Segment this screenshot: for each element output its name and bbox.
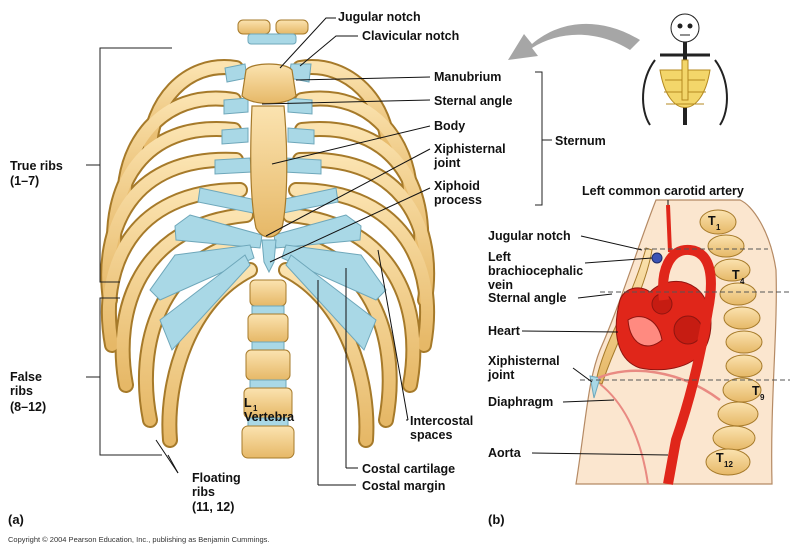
- right-clavicle: [275, 19, 309, 35]
- label-manubrium: Manubrium: [434, 70, 502, 84]
- label-t9: T: [752, 384, 760, 398]
- costal-cartilages: [149, 63, 387, 351]
- label-xiphisternal-joint: Xiphisternal joint: [434, 142, 506, 170]
- label-body: Body: [434, 119, 466, 133]
- copyright-text: Copyright © 2004 Pearson Education, Inc.…: [8, 535, 270, 544]
- label-costal-margin: Costal margin: [362, 479, 446, 493]
- label-t9-sub: 9: [760, 393, 765, 402]
- thoracic-spine: [699, 209, 763, 476]
- leader-lines-b: [521, 200, 669, 456]
- label-t4: T: [732, 268, 740, 282]
- label-false-ribs: False ribs: [10, 370, 42, 398]
- panel-label-a: (a): [8, 512, 24, 527]
- label-sternal-angle: Sternal angle: [434, 94, 513, 108]
- label-vertebra: Vertebra: [244, 410, 295, 424]
- panel-label-b: (b): [488, 512, 505, 527]
- label-clavicular-notch: Clavicular notch: [362, 29, 460, 43]
- label-left-common-carotid: Left common carotid artery: [582, 184, 744, 198]
- brachiocephalic-vein-dot: [651, 252, 663, 264]
- label-costal-cartilage: Costal cartilage: [362, 462, 456, 476]
- left-clavicle: [237, 19, 271, 35]
- label-false-ribs-range: (8–12): [10, 400, 47, 414]
- label-b-jugular-notch: Jugular notch: [488, 229, 571, 243]
- xiphoid-process-bone: [261, 239, 277, 274]
- carotid-vessel: [666, 204, 672, 253]
- label-heart: Heart: [488, 324, 520, 338]
- label-vertebra-letter: L: [244, 396, 252, 410]
- orientation-arrow: [508, 23, 640, 60]
- leader-lines-a: [155, 17, 431, 486]
- brackets-a: [86, 47, 552, 456]
- label-true-ribs: True ribs: [10, 159, 63, 173]
- aorta-vessel: [658, 244, 716, 485]
- label-jugular-notch: Jugular notch: [338, 10, 421, 24]
- label-true-ribs-range: (1–7): [10, 174, 40, 188]
- label-aorta: Aorta: [488, 446, 521, 460]
- label-diaphragm: Diaphragm: [488, 395, 554, 409]
- sternum-body-bone: [250, 105, 288, 238]
- label-t12-sub: 12: [724, 460, 733, 469]
- vertebral-column: [241, 279, 295, 459]
- label-t1: T: [708, 214, 716, 228]
- diaphragm-line: [597, 369, 721, 402]
- label-floating-ribs-range: (11, 12): [192, 500, 235, 514]
- label-t12: T: [716, 451, 724, 465]
- label-left-brachiocephalic-vein: Left brachiocephalic vein: [488, 250, 584, 292]
- level-lines: [580, 248, 790, 381]
- t1-vertebra-top: [247, 33, 297, 45]
- label-sternum: Sternum: [555, 134, 606, 148]
- manubrium-bone: [241, 63, 297, 105]
- rib-cage: [100, 19, 436, 459]
- label-t4-sub: 4: [740, 277, 745, 286]
- label-intercostal-spaces: Intercostal spaces: [410, 414, 474, 442]
- skeleton-thumbnail: [642, 13, 728, 126]
- label-xiphoid-process: Xiphoid process: [434, 179, 482, 207]
- label-floating-ribs: Floating ribs: [192, 471, 241, 499]
- label-vertebra-sub: 1: [253, 404, 258, 413]
- label-b-sternal-angle: Sternal angle: [488, 291, 567, 305]
- xiphoid-section: [589, 375, 601, 399]
- label-b-xiphisternal-joint: Xiphisternal joint: [488, 354, 560, 382]
- sagittal-section: [575, 199, 777, 485]
- label-t1-sub: 1: [716, 223, 721, 232]
